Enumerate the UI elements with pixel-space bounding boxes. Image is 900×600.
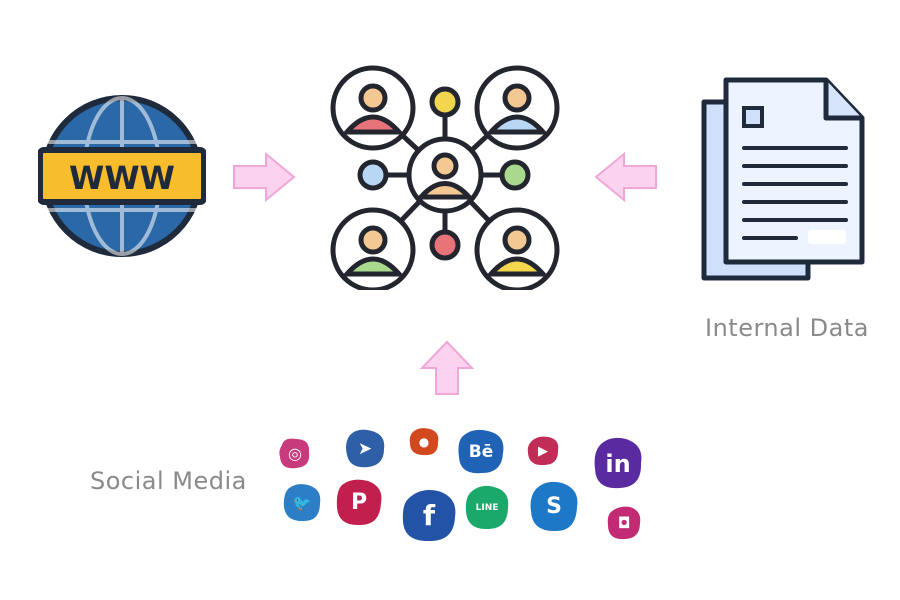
reddit-icon: ● <box>408 427 440 457</box>
behance-icon: Bē <box>456 429 506 475</box>
instagram-icon: ◘ <box>606 505 642 541</box>
documents-icon <box>701 77 865 281</box>
arrow-up-icon <box>419 340 475 395</box>
www-globe-icon: WWW <box>38 95 206 257</box>
social-icons-cluster: ◎ ➤ ● Bē ▶ in 🐦 P f LINE S <box>270 425 660 555</box>
line-icon: LINE <box>464 485 510 531</box>
skype-icon: S <box>528 481 580 533</box>
arrow-left-icon <box>594 152 657 202</box>
pinterest-icon: P <box>334 479 384 527</box>
telegram-icon: ➤ <box>344 429 386 469</box>
dribbble-icon: ◎ <box>278 437 312 471</box>
facebook-icon: f <box>400 489 458 543</box>
youtube-icon: ▶ <box>526 435 560 467</box>
www-badge-text: WWW <box>69 159 175 197</box>
arrow-right-icon <box>233 152 296 202</box>
linkedin-icon: in <box>592 437 644 491</box>
social-media-label: Social Media <box>90 467 247 495</box>
internal-data-label: Internal Data <box>705 314 869 342</box>
people-network-icon <box>330 65 560 290</box>
twitter-icon: 🐦 <box>282 483 322 523</box>
